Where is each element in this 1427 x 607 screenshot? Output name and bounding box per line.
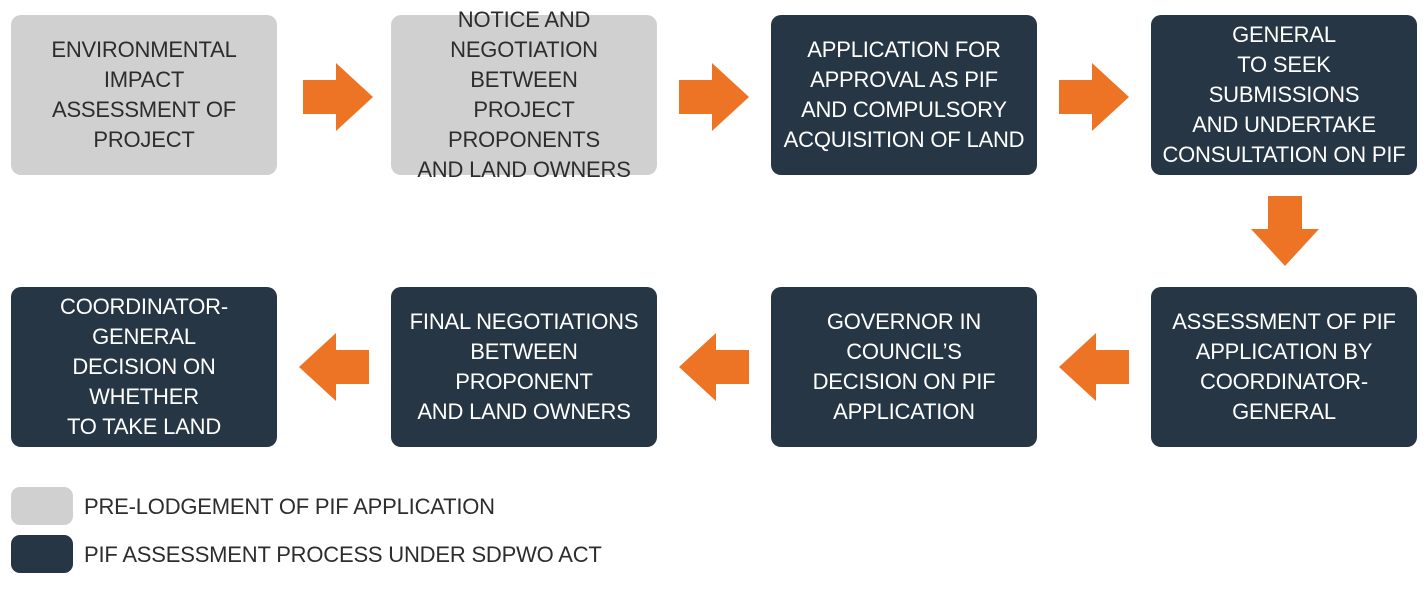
arrow-right-icon xyxy=(1059,63,1129,131)
legend-label-pre-lodgement: PRE-LODGEMENT OF PIF APPLICATION xyxy=(84,494,495,519)
step-coordinator-general-consultation: COORDINATOR-GENERAL TO SEEK SUBMISSIONS … xyxy=(1151,0,1417,197)
step-final-negotiations: FINAL NEGOTIATIONS BETWEEN PROPONENT AND… xyxy=(391,287,657,447)
arrow-down-icon xyxy=(1251,196,1319,266)
arrow-right-icon xyxy=(303,63,373,131)
arrow-left-icon xyxy=(679,333,749,401)
arrow-left-icon xyxy=(299,333,369,401)
step-application-for-approval: APPLICATION FOR APPROVAL AS PIF AND COMP… xyxy=(771,15,1037,175)
legend-swatch-pre-lodgement xyxy=(11,487,73,525)
legend-swatch-assessment xyxy=(11,535,73,573)
arrow-right-icon xyxy=(679,63,749,131)
step-assessment-of-pif-application: ASSESSMENT OF PIF APPLICATION BY COORDIN… xyxy=(1151,287,1417,447)
step-environmental-impact-assessment: ENVIRONMENTAL IMPACT ASSESSMENT OF PROJE… xyxy=(11,15,277,175)
legend-label-assessment: PIF ASSESSMENT PROCESS UNDER SDPWO ACT xyxy=(84,542,602,567)
step-coordinator-general-decision: COORDINATOR-GENERAL DECISION ON WHETHER … xyxy=(11,287,277,447)
step-notice-and-negotiation: NOTICE AND NEGOTIATION BETWEEN PROJECT P… xyxy=(391,7,657,182)
step-governor-in-council-decision: GOVERNOR IN COUNCIL’S DECISION ON PIF AP… xyxy=(771,287,1037,447)
arrow-left-icon xyxy=(1059,333,1129,401)
